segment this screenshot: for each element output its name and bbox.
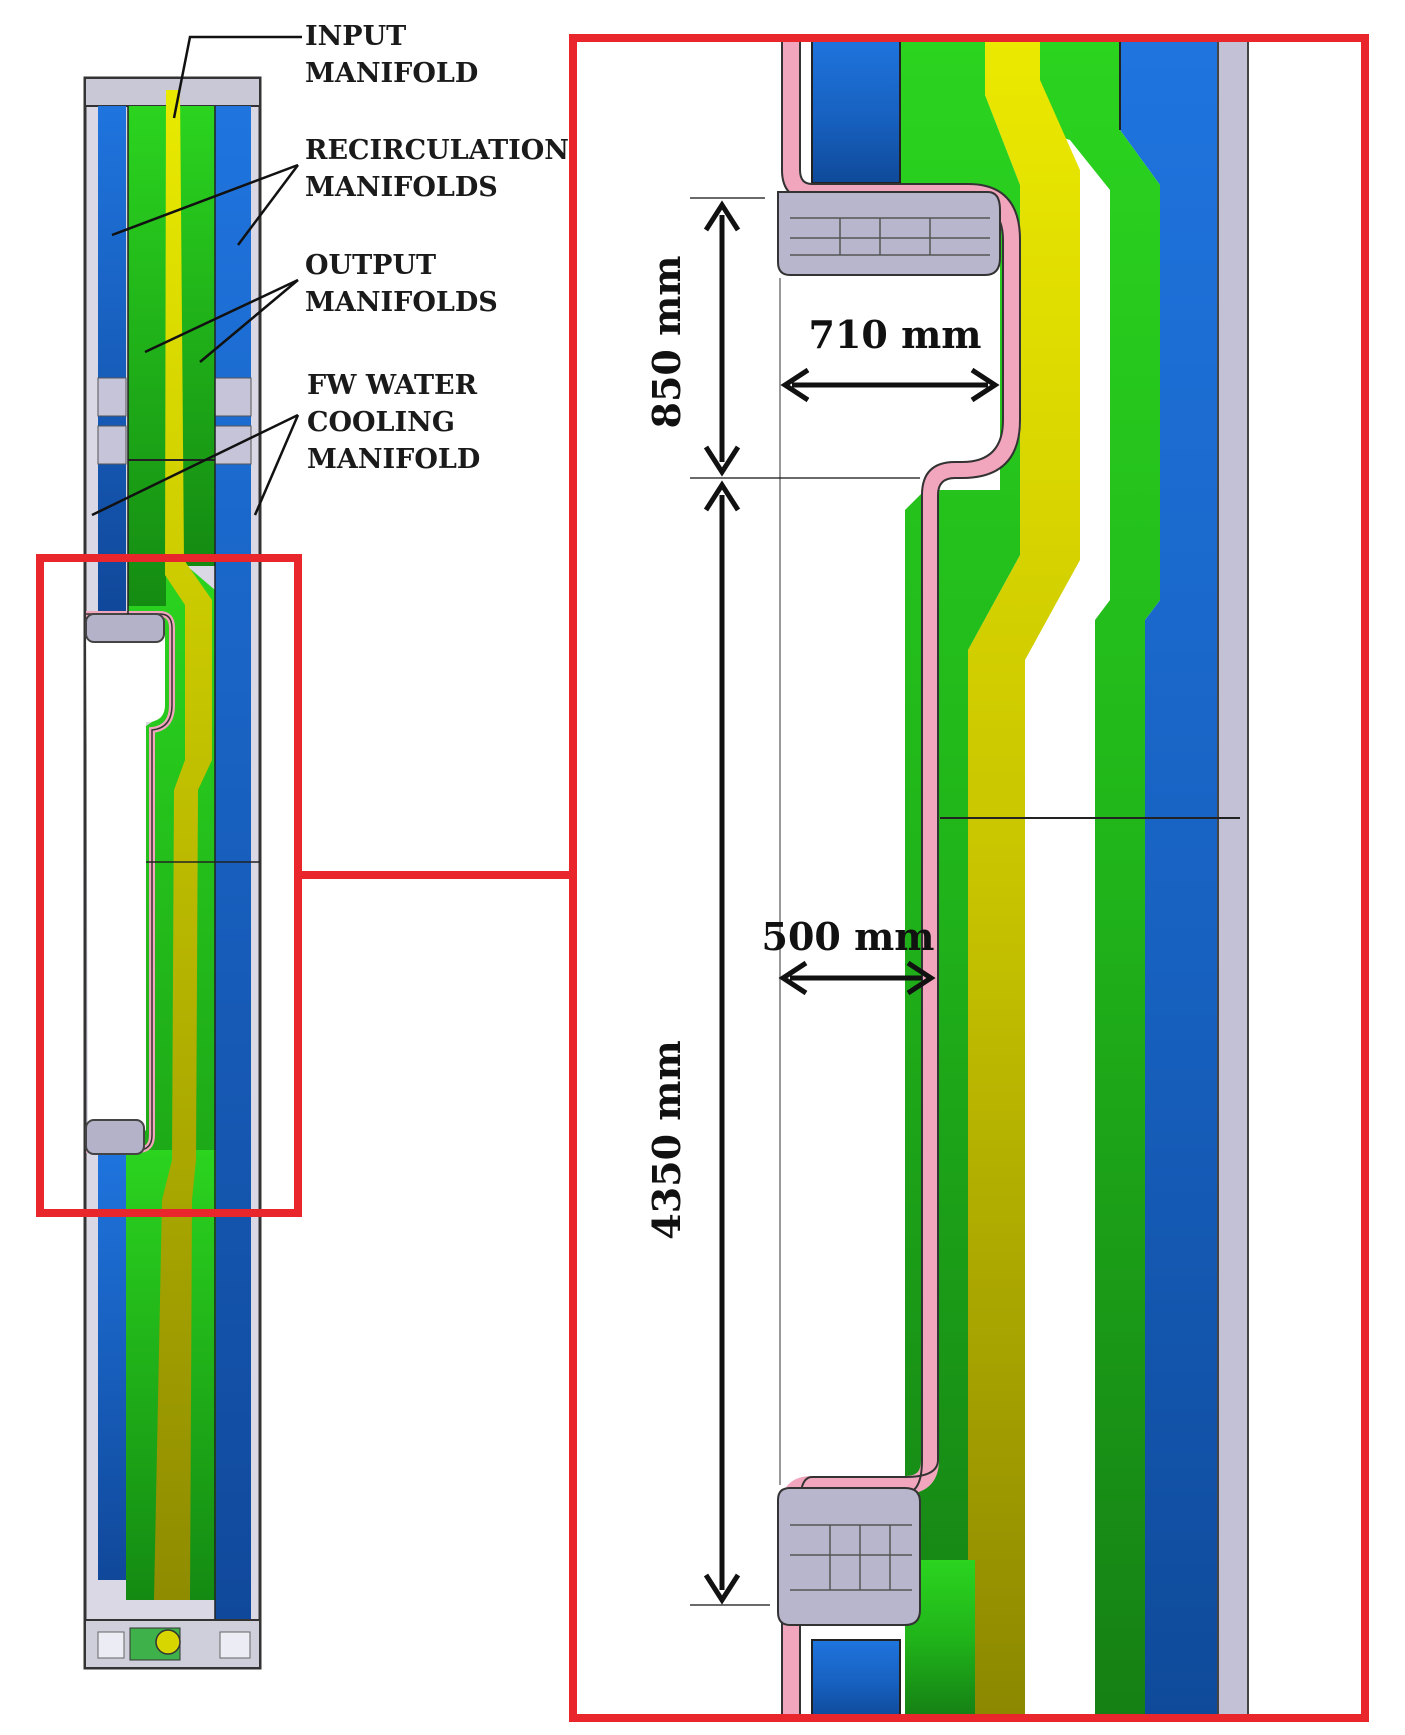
output-channel-right-zoom [1040, 38, 1160, 1718]
recirculation-channel-left-lower [98, 1150, 126, 1580]
label-line: FW WATER [307, 370, 478, 401]
input-channel-zoom [968, 38, 1080, 1718]
label-line: MANIFOLDS [305, 287, 498, 318]
dim-850: 850 mm [644, 256, 689, 429]
zoom-selection-box [36, 554, 302, 1217]
label-output-manifolds: OUTPUT MANIFOLDS [305, 247, 498, 321]
input-channel [154, 90, 212, 1600]
upper-flange [85, 613, 165, 643]
output-channel-right [180, 106, 215, 566]
label-line: MANIFOLD [305, 58, 479, 89]
dim-710: 710 mm [809, 312, 982, 357]
zoom-frame [569, 34, 1369, 1722]
label-line: MANIFOLDS [305, 172, 498, 203]
label-line: COOLING [307, 407, 455, 438]
recirculation-channel-right [215, 106, 251, 1656]
dim-500: 500 mm [762, 914, 935, 959]
lower-flange-zoom [777, 1487, 921, 1626]
label-input-manifold: INPUT MANIFOLD [305, 18, 478, 92]
leader-lines [91, 35, 302, 517]
label-line: OUTPUT [305, 250, 437, 281]
upper-flange-zoom [777, 191, 1001, 276]
recirculation-channel-left [98, 106, 126, 614]
label-line: MANIFOLD [307, 444, 481, 475]
lower-flange [85, 1119, 145, 1155]
label-fw-cooling-manifold: FW WATER COOLING MANIFOLD [307, 367, 480, 478]
zoomed-detail-view [570, 38, 1365, 1718]
recirculation-channel-zoom [1120, 38, 1212, 1718]
dimension-annotations [690, 197, 1000, 1606]
label-line: INPUT [305, 21, 407, 52]
label-line: RECIRCULATION [305, 135, 569, 166]
output-channel-left [128, 106, 166, 614]
inlet-port [155, 1629, 181, 1655]
label-recirculation-manifolds: RECIRCULATION MANIFOLDS [305, 132, 569, 206]
full-module-view [83, 76, 262, 1670]
dim-4350: 4350 mm [644, 1040, 689, 1239]
